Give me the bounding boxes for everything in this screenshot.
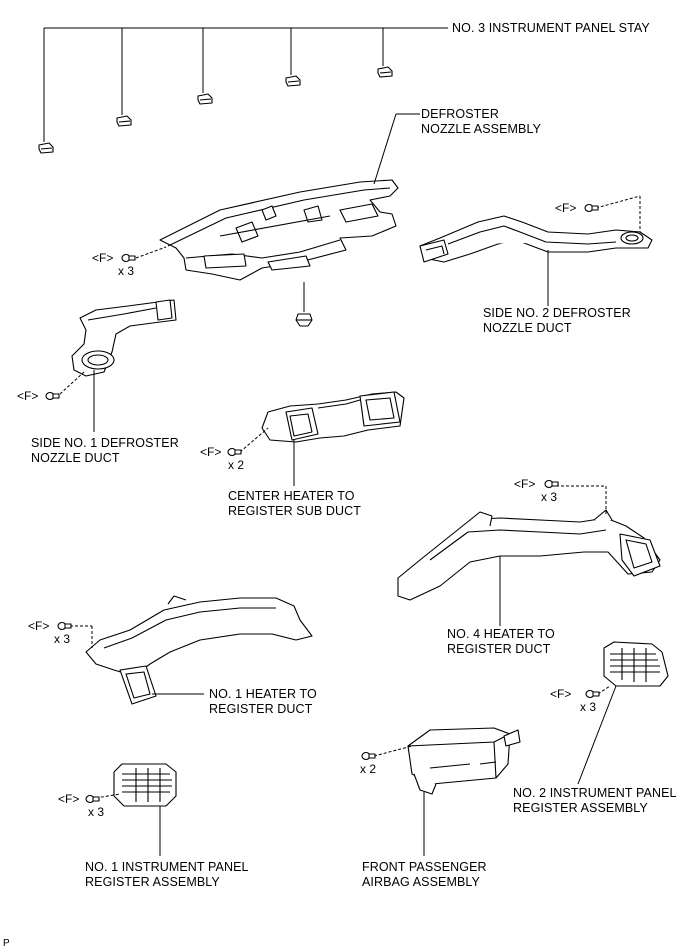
fastener-qty-airbag: x 2 (360, 762, 377, 776)
label-side1-line2: NOZZLE DUCT (31, 451, 120, 465)
label-no2reg-line2: REGISTER ASSEMBLY (513, 801, 648, 815)
fastener-qty-no2reg: x 3 (580, 700, 597, 714)
label-airbag-line1: FRONT PASSENGER (362, 860, 487, 874)
center-screw (227, 447, 242, 457)
stay-clip (377, 66, 393, 78)
fastener-qty-no4: x 3 (541, 490, 558, 504)
no1-heater-duct (85, 595, 313, 705)
label-no4-line1: NO. 4 HEATER TO (447, 627, 555, 641)
fastener-qty-center: x 2 (228, 458, 245, 472)
label-side1-line1: SIDE NO. 1 DEFROSTER (31, 436, 179, 450)
fastener-tag-no1reg: <F> (58, 792, 80, 806)
label-airbag-line2: AIRBAG ASSEMBLY (362, 875, 480, 889)
no1h-screw (57, 621, 72, 631)
no4-heater-duct (397, 509, 661, 601)
side1-screw (45, 391, 60, 401)
center-heater-sub-duct (261, 391, 405, 443)
airbag-screw (361, 751, 376, 761)
defroster-screw (121, 253, 136, 263)
label-defroster-line2: NOZZLE ASSEMBLY (421, 122, 542, 136)
fastener-tag-center: <F> (200, 445, 222, 459)
stay-clip (197, 93, 213, 105)
fastener-qty-no1reg: x 3 (88, 805, 105, 819)
label-no1h-line2: REGISTER DUCT (209, 702, 313, 716)
side2-screw (584, 203, 599, 213)
side-no2-defroster-duct (419, 215, 653, 263)
stay-clips (38, 66, 393, 154)
fastener-qty-no1h: x 3 (54, 632, 71, 646)
fastener-tag-no2reg: <F> (550, 687, 572, 701)
no1-register (113, 763, 177, 807)
stay-clip (285, 75, 301, 87)
label-side2-line2: NOZZLE DUCT (483, 321, 572, 335)
front-passenger-airbag (407, 727, 521, 795)
no4-screw (544, 479, 559, 489)
label-stay: NO. 3 INSTRUMENT PANEL STAY (452, 21, 650, 35)
fastener-tag-defroster: <F> (92, 251, 114, 265)
no1reg-screw (85, 794, 100, 804)
no2reg-screw (585, 689, 600, 699)
label-no4-line2: REGISTER DUCT (447, 642, 551, 656)
no2-register (603, 641, 669, 687)
label-center-line2: REGISTER SUB DUCT (228, 504, 361, 518)
label-no2reg-line1: NO. 2 INSTRUMENT PANEL (513, 786, 677, 800)
label-center-line1: CENTER HEATER TO (228, 489, 355, 503)
fastener-tag-side2: <F> (555, 201, 577, 215)
label-defroster-line1: DEFROSTER (421, 107, 499, 121)
corner-mark: P (3, 938, 10, 949)
stay-clip (38, 142, 54, 154)
label-side2-line1: SIDE NO. 2 DEFROSTER (483, 306, 631, 320)
fastener-tag-no4: <F> (514, 477, 536, 491)
stay-clip (116, 115, 132, 127)
center-clip (295, 313, 313, 327)
fastener-tag-side1: <F> (17, 389, 39, 403)
label-no1h-line1: NO. 1 HEATER TO (209, 687, 317, 701)
side-no1-defroster-duct (71, 299, 177, 377)
stay-leader-tree (43, 27, 448, 142)
label-no1reg-line2: REGISTER ASSEMBLY (85, 875, 220, 889)
fastener-qty-defroster: x 3 (118, 264, 135, 278)
defroster-nozzle-assembly (159, 179, 399, 281)
label-no1reg-line1: NO. 1 INSTRUMENT PANEL (85, 860, 249, 874)
fastener-tag-no1h: <F> (28, 619, 50, 633)
